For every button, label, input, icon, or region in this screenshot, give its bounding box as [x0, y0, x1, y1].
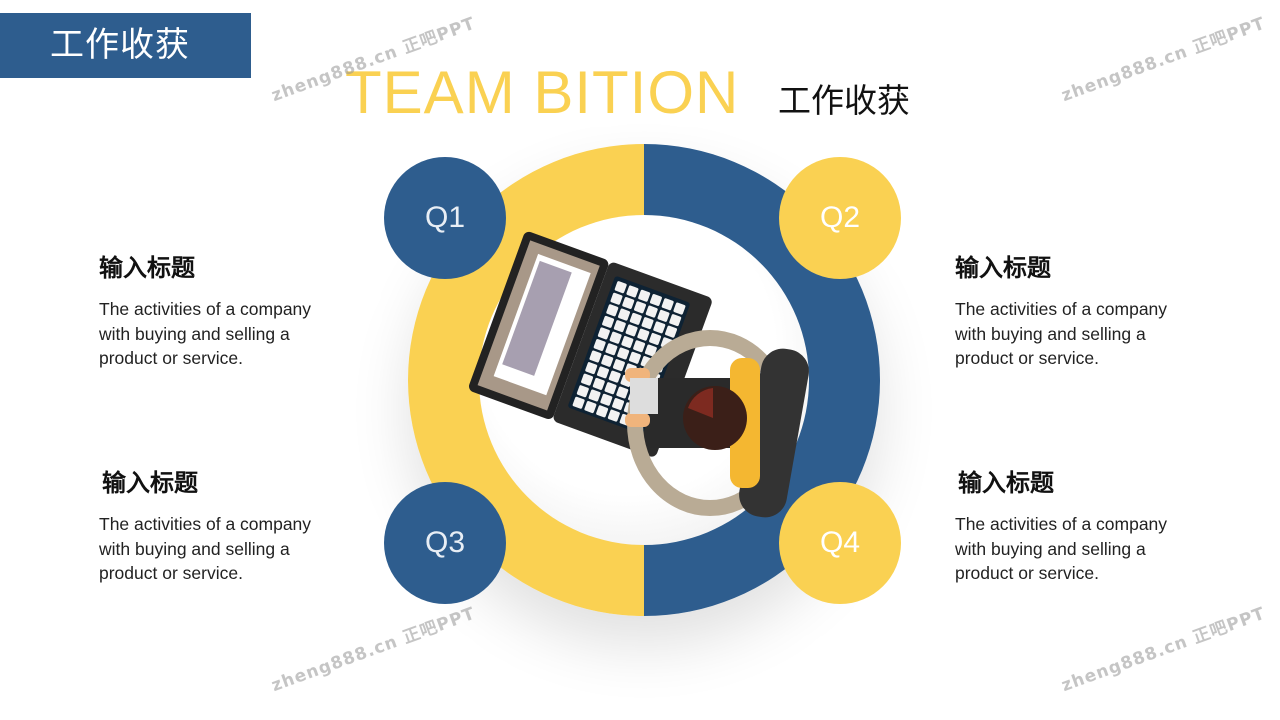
keyboard-key: [612, 359, 625, 372]
keyboard-key: [585, 362, 598, 375]
q1-badge: Q1: [384, 157, 506, 279]
block-title: 输入标题: [955, 254, 1051, 282]
text-block-q1: 输入标题 The activities of a company with bu…: [99, 248, 339, 371]
keyboard-key: [641, 317, 654, 330]
block-title: 输入标题: [99, 254, 195, 282]
keyboard-key: [602, 315, 615, 328]
text-block-q2: 输入标题 The activities of a company with bu…: [955, 248, 1195, 371]
q3-badge: Q3: [384, 482, 506, 604]
block-body: The activities of a company with buying …: [955, 514, 1168, 583]
keyboard-key: [638, 289, 651, 302]
keyboard-key: [597, 366, 609, 379]
keyboard-key: [661, 298, 674, 311]
keyboard-key: [600, 393, 613, 406]
keyboard-key: [605, 343, 618, 356]
keyboard-key: [628, 351, 641, 364]
q2-badge: Q2: [779, 157, 901, 279]
keyboard-key: [592, 377, 605, 390]
keyboard-key: [617, 347, 630, 360]
keyboard-key: [606, 304, 619, 317]
keyboard-key: [601, 354, 614, 367]
text-block-q4: 输入标题 The activities of a company with bu…: [955, 463, 1195, 586]
block-body: The activities of a company with buying …: [99, 299, 312, 368]
watermark: zheng888.cn 正吧PPT: [1058, 603, 1269, 697]
keyboard-key: [614, 281, 627, 294]
keyboard-key: [626, 285, 639, 298]
keyboard-key: [607, 409, 620, 422]
keyboard-key: [597, 327, 610, 340]
keyboard-key: [581, 373, 594, 386]
keyboard-key: [621, 335, 634, 348]
keyboard-key: [613, 320, 626, 333]
keyboard-key: [596, 405, 609, 418]
text-block-q3: 输入标题 The activities of a company with bu…: [99, 463, 339, 586]
keyboard-key: [649, 332, 662, 345]
keyboard-key: [625, 324, 638, 337]
keyboard-key: [649, 294, 662, 306]
keyboard-key: [572, 396, 585, 409]
keyboard-key: [629, 312, 642, 325]
block-body: The activities of a company with buying …: [955, 299, 1168, 368]
keyboard-key: [593, 338, 606, 351]
keyboard-key: [608, 370, 621, 383]
q4-badge: Q4: [779, 482, 901, 604]
slide-title: TEAM BITION: [345, 59, 740, 126]
keyboard-key: [669, 314, 682, 327]
keyboard-key: [618, 308, 631, 321]
keyboard-key: [604, 382, 617, 395]
keyboard-key: [634, 301, 646, 314]
watermark: zheng888.cn 正吧PPT: [268, 603, 479, 697]
keyboard-key: [665, 325, 678, 338]
keyboard-key: [589, 350, 602, 363]
keyboard-key: [584, 401, 597, 414]
keyboard-key: [612, 398, 625, 411]
keyboard-key: [622, 297, 635, 310]
block-title: 输入标题: [958, 469, 1054, 497]
keyboard-key: [653, 321, 666, 334]
block-body: The activities of a company with buying …: [99, 514, 312, 583]
block-title: 输入标题: [102, 469, 198, 497]
keyboard-key: [644, 344, 657, 357]
keyboard-key: [576, 385, 589, 398]
keyboard-key: [616, 386, 629, 399]
keyboard-key: [610, 292, 623, 305]
keyboard-key: [657, 309, 670, 322]
section-tag: 工作收获: [0, 13, 251, 78]
keyboard-key: [609, 331, 622, 344]
keyboard-key: [673, 302, 686, 315]
watermark: zheng888.cn 正吧PPT: [1058, 13, 1269, 107]
keyboard-key: [633, 340, 646, 353]
keyboard-key: [637, 328, 650, 341]
keyboard-key: [645, 305, 658, 318]
slide-subtitle: 工作收获: [778, 81, 910, 120]
keyboard-key: [588, 389, 601, 402]
laptop-worker-illustration: [469, 231, 809, 518]
